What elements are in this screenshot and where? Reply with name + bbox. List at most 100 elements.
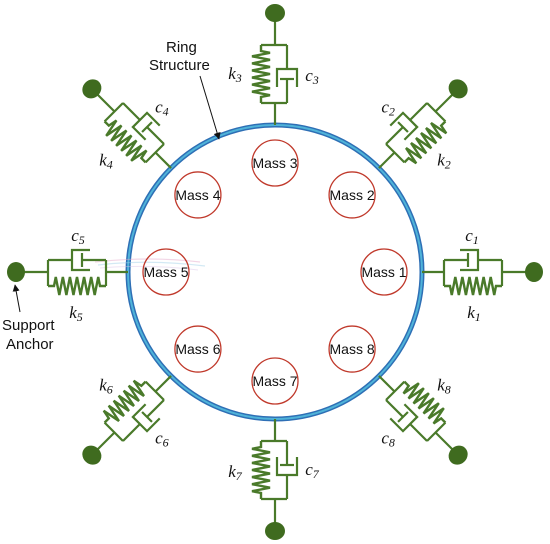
ring-annotation: Ring Structure xyxy=(149,39,221,140)
unit-2-crossbar-outer xyxy=(426,102,447,123)
mass-1: Mass 1 xyxy=(360,248,408,296)
mass-5: Mass 5 xyxy=(142,248,190,296)
unit-2-c-label: c2 xyxy=(381,97,395,119)
unit-6-k-subscript: 6 xyxy=(107,382,113,396)
unit-4-damper-rod xyxy=(146,126,165,145)
mass-1-label: Mass 1 xyxy=(361,264,406,280)
unit-6-c-symbol: c xyxy=(155,428,163,447)
spring-damper-unit-3 xyxy=(251,4,299,125)
unit-2-k-subscript: 2 xyxy=(445,158,451,172)
unit-2-k-label: k2 xyxy=(437,150,451,172)
unit-2-spring xyxy=(403,120,448,165)
unit-7-k-symbol: k xyxy=(228,462,236,481)
ring-label-line2: Structure xyxy=(149,57,210,74)
unit-8-c-subscript: 8 xyxy=(389,435,395,449)
support-anchor-4 xyxy=(82,79,102,99)
unit-6-c-subscript: 6 xyxy=(163,435,169,449)
unit-5-spring xyxy=(48,276,106,296)
support-anchor-1 xyxy=(525,262,543,282)
spring-damper-unit-7 xyxy=(251,419,299,540)
unit-6-spring xyxy=(102,379,147,424)
unit-1-k-subscript: 1 xyxy=(475,310,481,324)
unit-4-spring xyxy=(103,119,148,164)
unit-4-damper-link xyxy=(122,102,141,121)
spring-damper-unit-5 xyxy=(7,248,128,296)
unit-1-spring xyxy=(444,276,502,296)
unit-6-crossbar-outer xyxy=(103,421,124,442)
mass-8: Mass 8 xyxy=(328,325,376,373)
unit-4-k-symbol: k xyxy=(99,150,107,169)
unit-3-k-subscript: 3 xyxy=(235,71,242,85)
unit-8-crossbar-inner xyxy=(385,380,406,401)
unit-8-stem-inner xyxy=(378,375,396,393)
ring-pointer-arrow xyxy=(199,75,221,140)
unit-2-crossbar-inner xyxy=(385,143,406,164)
spring-damper-unit-8 xyxy=(378,375,468,465)
mass-8-label: Mass 8 xyxy=(330,341,375,357)
unit-2-c-subscript: 2 xyxy=(389,105,395,119)
unit-2-damper-link xyxy=(409,102,428,121)
unit-3-c-symbol: c xyxy=(305,66,313,85)
unit-4-k-subscript: 4 xyxy=(107,158,113,172)
unit-3-spring xyxy=(251,45,271,103)
unit-4-c-subscript: 4 xyxy=(163,105,169,119)
unit-2-stem-inner xyxy=(378,151,396,169)
unit-2-k-symbol: k xyxy=(437,150,445,169)
unit-4-c-symbol: c xyxy=(155,97,163,116)
unit-1-k-symbol: k xyxy=(467,303,475,322)
unit-4-stem-inner xyxy=(154,151,172,169)
mass-4-circle xyxy=(174,171,222,219)
ring-label-line1: Ring xyxy=(166,39,197,56)
mass-2-circle xyxy=(328,171,376,219)
unit-4-damper-cylinder xyxy=(131,111,161,141)
mass-2: Mass 2 xyxy=(328,171,376,219)
mass-7-label: Mass 7 xyxy=(252,373,297,389)
unit-6-damper-rod xyxy=(146,399,165,418)
mass-3: Mass 3 xyxy=(251,139,299,187)
spring-damper-unit-6 xyxy=(82,375,172,465)
mass-8-circle xyxy=(328,325,376,373)
unit-2-damper-piston xyxy=(397,121,409,133)
unit-6-damper-link xyxy=(122,423,141,442)
unit-6-crossbar-inner xyxy=(144,380,165,401)
support-anchor-3 xyxy=(265,4,285,22)
unit-5-c-subscript: 5 xyxy=(79,233,85,247)
mass-3-circle xyxy=(251,139,299,187)
mass-4-label: Mass 4 xyxy=(175,187,220,203)
unit-8-damper-rod xyxy=(385,399,404,418)
unit-2-damper-rod xyxy=(385,126,404,145)
unit-6-k-label: k6 xyxy=(99,375,113,397)
spring-damper-unit-4 xyxy=(82,79,172,169)
unit-5-c-symbol: c xyxy=(71,226,79,245)
unit-8-c-label: c8 xyxy=(381,428,395,450)
mass-6-label: Mass 6 xyxy=(175,341,220,357)
unit-3-k-label: k3 xyxy=(228,64,242,86)
unit-6-c-label: c6 xyxy=(155,428,169,450)
unit-8-k-label: k8 xyxy=(437,375,451,397)
mass-4: Mass 4 xyxy=(174,171,222,219)
anchor-annotation: Support Anchor xyxy=(2,284,55,353)
unit-2-stem-outer xyxy=(434,92,455,113)
unit-8-c-symbol: c xyxy=(381,428,389,447)
unit-6-damper-cylinder xyxy=(131,403,161,433)
support-anchor-6 xyxy=(82,445,102,465)
unit-8-k-subscript: 8 xyxy=(445,382,451,396)
support-anchor-5 xyxy=(7,262,25,282)
unit-4-stem-outer xyxy=(95,92,116,113)
unit-5-k-symbol: k xyxy=(69,303,77,322)
support-anchor-2 xyxy=(448,79,468,99)
unit-4-crossbar-inner xyxy=(144,143,165,164)
anchor-label-line2: Anchor xyxy=(6,336,54,353)
unit-8-crossbar-outer xyxy=(426,421,447,442)
unit-6-k-symbol: k xyxy=(99,375,107,394)
anchor-pointer-arrow xyxy=(12,284,21,313)
unit-7-spring xyxy=(251,441,271,499)
spring-damper-unit-2 xyxy=(378,79,468,169)
anchor-label-line1: Support xyxy=(2,317,55,334)
mass-1-circle xyxy=(360,248,408,296)
unit-7-k-label: k7 xyxy=(228,462,243,484)
unit-5-k-subscript: 5 xyxy=(77,310,83,324)
mass-7: Mass 7 xyxy=(251,357,299,405)
mass-group: Mass 1 Mass 2 Mass 3 Mass 4 Mass 5 Mass 6 Mass… xyxy=(142,139,408,405)
